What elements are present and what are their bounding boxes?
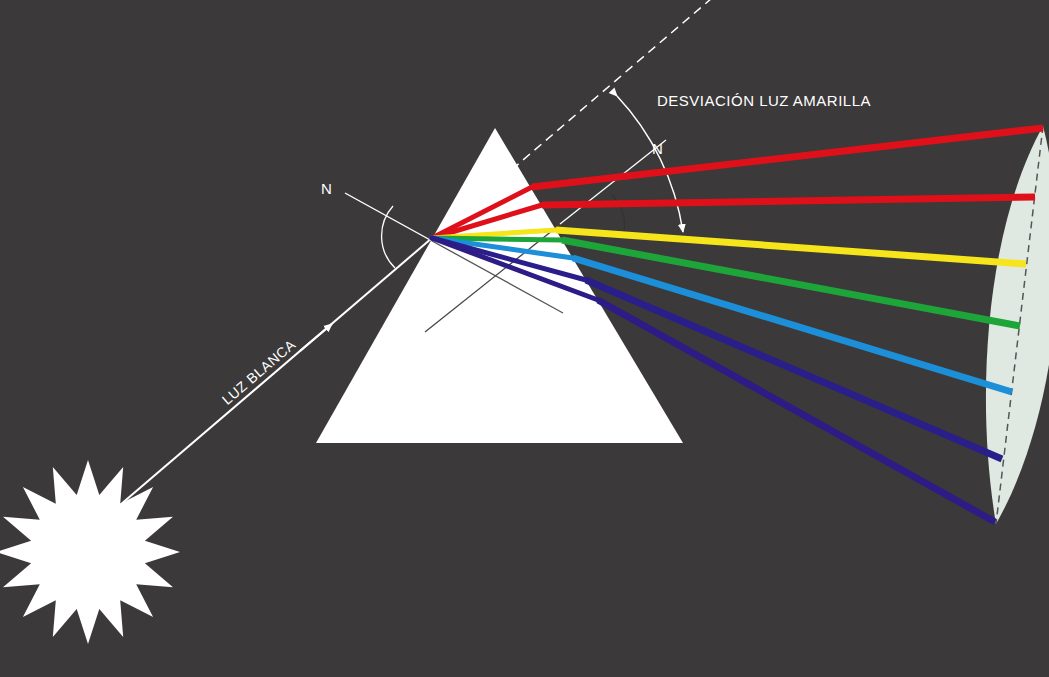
deviation-arc xyxy=(617,96,683,232)
normal-entry xyxy=(345,193,432,241)
angle-arc xyxy=(382,206,395,268)
light-source xyxy=(0,460,180,644)
deviation-label: DESVIACIÓN LUZ AMARILLA xyxy=(657,92,871,109)
normal-label: N xyxy=(321,180,332,197)
normal-label: N xyxy=(652,140,663,157)
spectrum-rays xyxy=(532,128,1043,522)
ray-arrow xyxy=(300,324,332,351)
ray-label: LUZ BLANCA xyxy=(219,336,299,408)
